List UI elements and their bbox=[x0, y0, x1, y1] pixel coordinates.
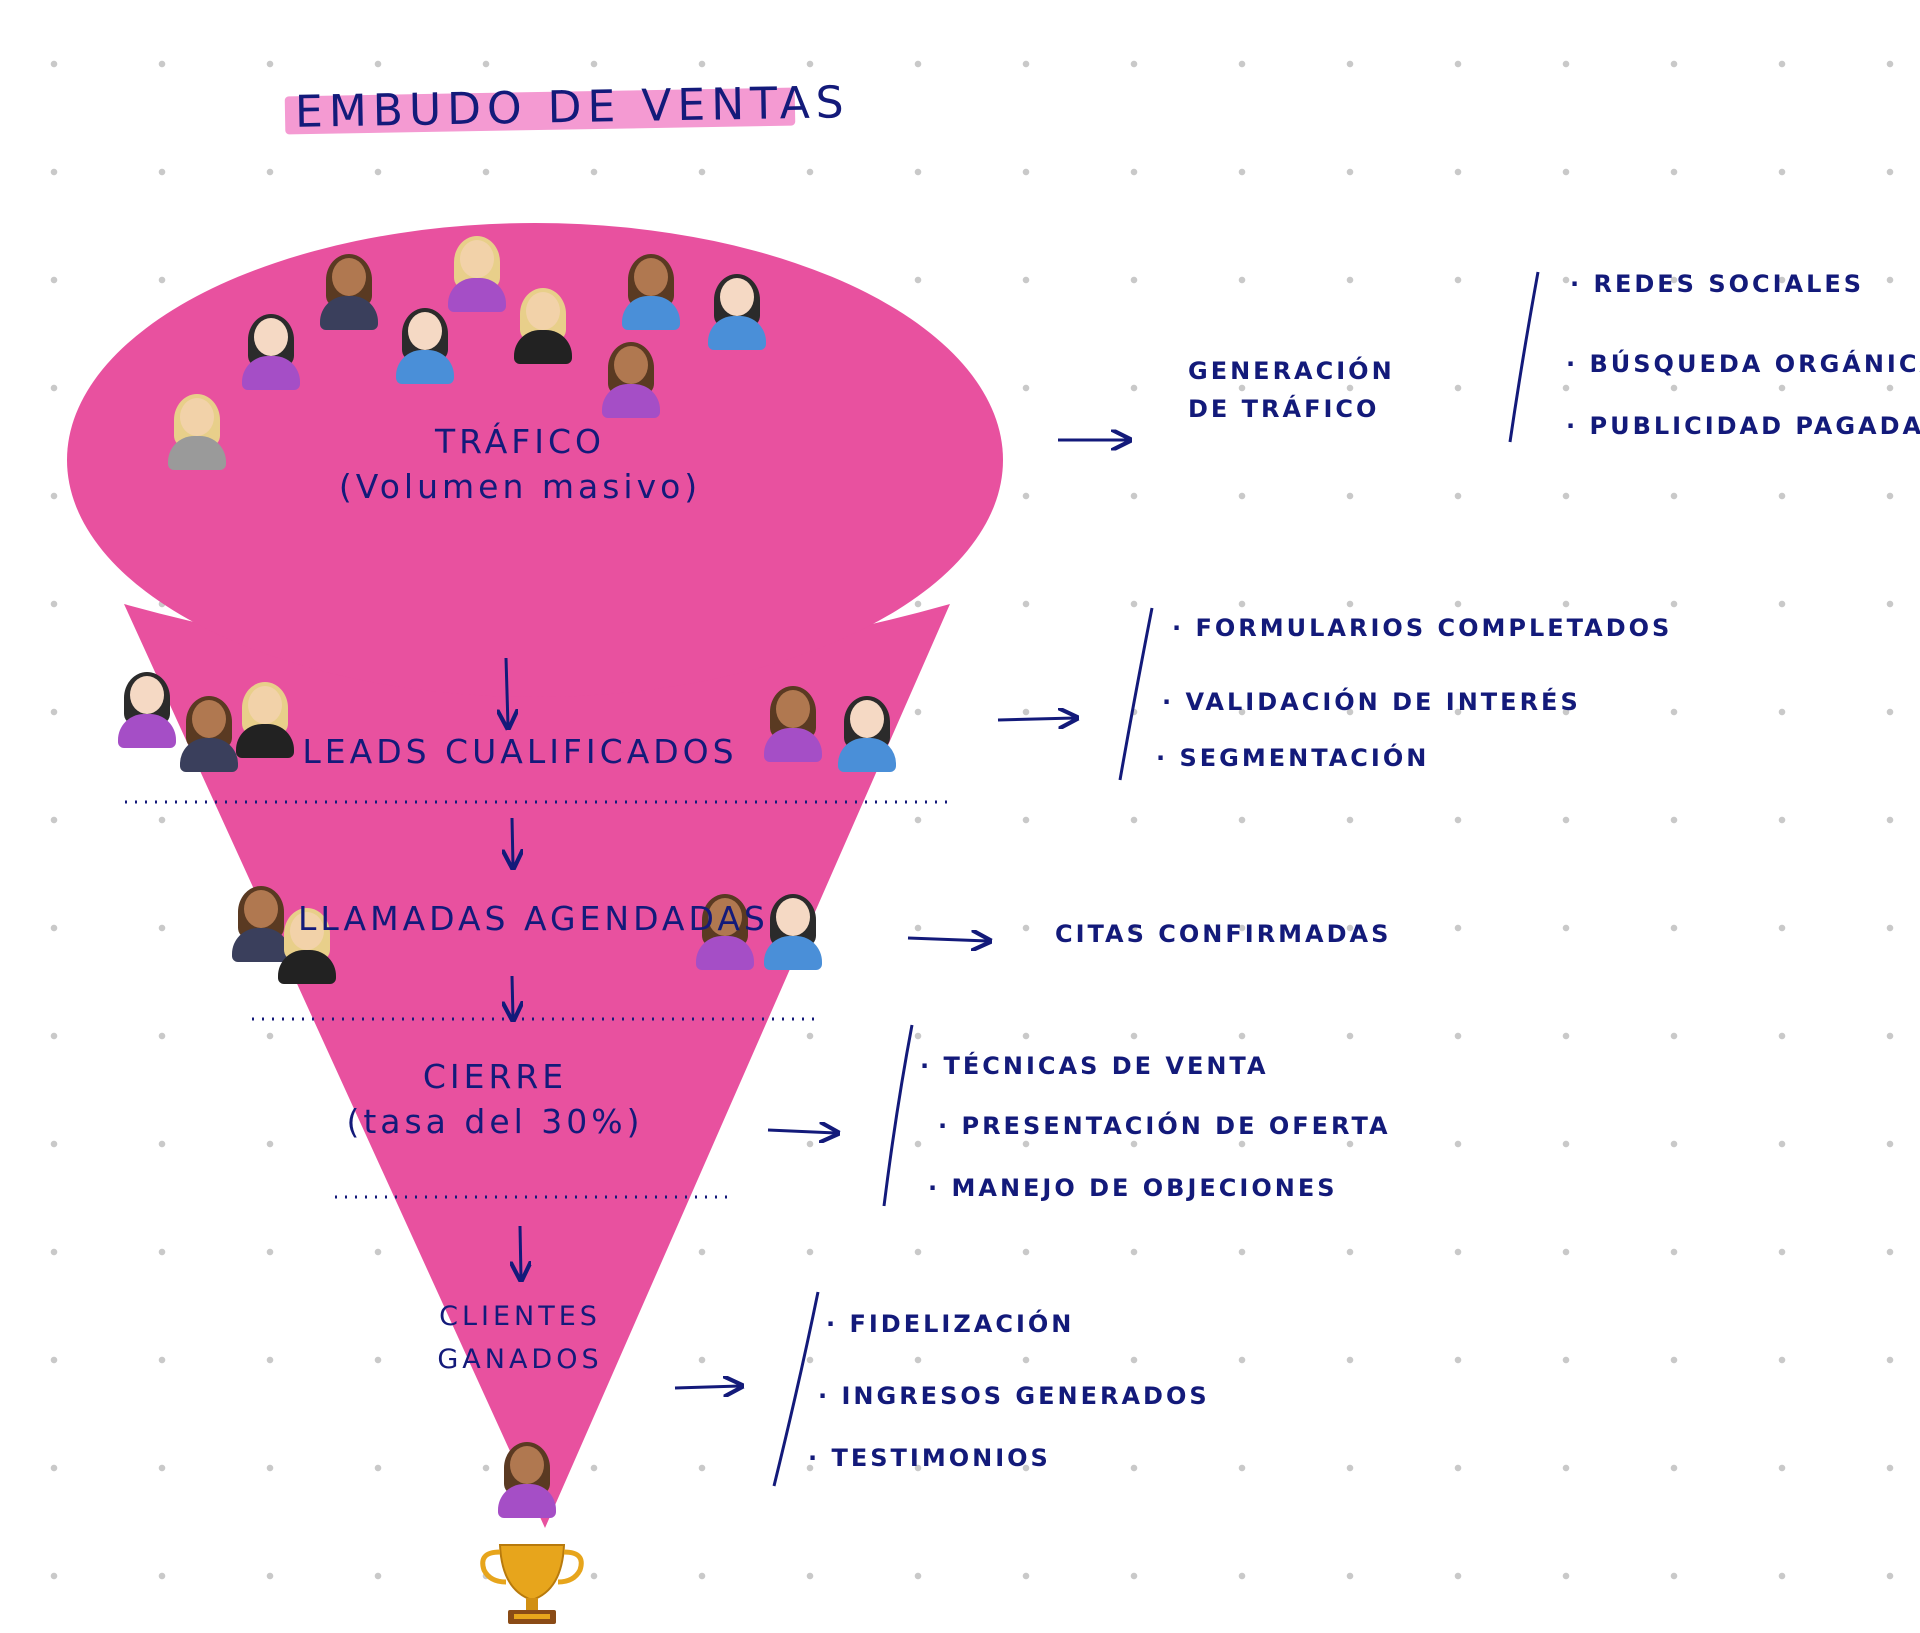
bracket-5 bbox=[772, 1291, 820, 1487]
person-emoji-icon bbox=[240, 314, 302, 390]
leads-detail-1: FORMULARIOS COMPLETADOS bbox=[1172, 614, 1672, 642]
page-title: EMBUDO DE VENTAS bbox=[294, 77, 851, 138]
clientes-detail-1: FIDELIZACIÓN bbox=[826, 1310, 1074, 1338]
trafico-detail-3: PUBLICIDAD PAGADA bbox=[1566, 412, 1920, 440]
leads-detail-2: VALIDACIÓN DE INTERÉS bbox=[1162, 688, 1581, 716]
funnel-top-ellipse bbox=[67, 223, 1003, 697]
stage-llamadas-label: LLAMADAS AGENDADAS bbox=[298, 897, 769, 942]
person-emoji-icon bbox=[620, 254, 682, 330]
cierre-detail-1: TÉCNICAS DE VENTA bbox=[920, 1052, 1269, 1080]
person-emoji-icon bbox=[512, 288, 574, 364]
person-emoji-icon bbox=[762, 894, 824, 970]
person-emoji-icon bbox=[394, 308, 456, 384]
person-emoji-icon bbox=[318, 254, 380, 330]
down-arrow-3 bbox=[512, 975, 513, 1018]
bracket-1 bbox=[1508, 271, 1540, 443]
clientes-detail-3: TESTIMONIOS bbox=[808, 1444, 1051, 1472]
stage-trafico-title: TRÁFICO bbox=[434, 422, 606, 461]
person-emoji-icon bbox=[116, 672, 178, 748]
person-emoji-icon bbox=[496, 1442, 558, 1518]
right-arrow-4 bbox=[767, 1130, 836, 1133]
right-arrow-5 bbox=[674, 1386, 740, 1388]
trafico-heading: GENERACIÓN DE TRÁFICO bbox=[1188, 357, 1395, 424]
person-emoji-icon bbox=[694, 894, 756, 970]
stage-llamadas-title: LLAMADAS AGENDADAS bbox=[298, 899, 769, 938]
down-arrow-1 bbox=[506, 657, 508, 726]
person-emoji-icon bbox=[166, 394, 228, 470]
title-block: EMBUDO DE VENTAS bbox=[284, 74, 850, 138]
stage-clientes-label: CLIENTES GANADOS bbox=[435, 1295, 605, 1381]
stage-trafico-sub: (Volumen masivo) bbox=[338, 466, 702, 506]
trafico-detail-2: BÚSQUEDA ORGÁNICA bbox=[1566, 350, 1920, 378]
person-emoji-icon bbox=[706, 274, 768, 350]
bracket-2 bbox=[1118, 607, 1154, 781]
stage-clientes-title: CLIENTES GANADOS bbox=[437, 1301, 603, 1376]
stage-cierre-sub: (tasa del 30%) bbox=[346, 1101, 644, 1141]
right-arrow-2 bbox=[997, 718, 1075, 720]
stage-cierre-label: CIERRE (tasa del 30%) bbox=[340, 1055, 650, 1144]
person-emoji-icon bbox=[600, 342, 662, 418]
cierre-detail-2: PRESENTACIÓN DE OFERTA bbox=[938, 1112, 1391, 1140]
person-emoji-icon bbox=[836, 696, 898, 772]
stage-trafico-label: TRÁFICO (Volumen masivo) bbox=[330, 420, 710, 509]
person-emoji-icon bbox=[276, 908, 338, 984]
right-arrow-3 bbox=[907, 938, 988, 941]
person-emoji-icon bbox=[446, 236, 508, 312]
cierre-detail-3: MANEJO DE OBJECIONES bbox=[928, 1174, 1338, 1202]
bracket-4 bbox=[882, 1024, 914, 1207]
llamadas-detail-1: CITAS CONFIRMADAS bbox=[1055, 920, 1392, 948]
stage-leads-label: LEADS CUALIFICADOS bbox=[300, 730, 740, 775]
clientes-detail-2: INGRESOS GENERADOS bbox=[818, 1382, 1210, 1410]
leads-detail-3: SEGMENTACIÓN bbox=[1156, 744, 1429, 772]
person-emoji-icon bbox=[234, 682, 296, 758]
trophy-icon bbox=[480, 1544, 584, 1624]
stage-cierre-title: CIERRE bbox=[422, 1057, 568, 1096]
person-emoji-icon bbox=[178, 696, 240, 772]
stage-leads-title: LEADS CUALIFICADOS bbox=[302, 732, 738, 771]
person-emoji-icon bbox=[230, 886, 292, 962]
funnel-cone bbox=[124, 604, 950, 1528]
down-arrow-4 bbox=[520, 1225, 521, 1278]
trafico-detail-1: REDES SOCIALES bbox=[1570, 270, 1864, 298]
person-emoji-icon bbox=[762, 686, 824, 762]
down-arrow-2 bbox=[512, 817, 513, 866]
